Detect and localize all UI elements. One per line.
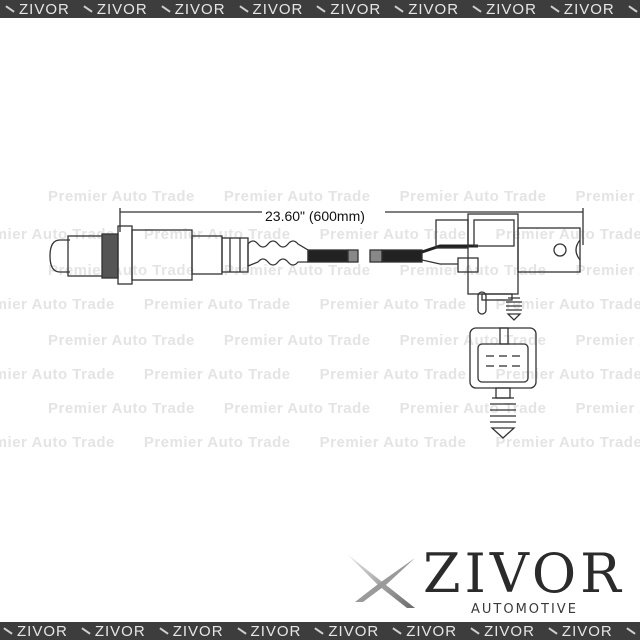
- logo-wordmark: ZIVOR: [423, 542, 625, 605]
- zivor-slash-icon: [314, 627, 325, 635]
- bottom-brand-band: ZIVOR ZIVOR ZIVOR ZIVOR ZIVOR ZIVOR ZIVOR ZIVOR…: [0, 622, 640, 640]
- zivor-slash-icon: [392, 627, 402, 635]
- zivor-slash-icon: [548, 627, 558, 635]
- zivor-slash-icon: [470, 627, 480, 635]
- top-brand-band: ZIVOR ZIVOR ZIVOR ZIVOR ZIVOR ZIVOR ZIVOR ZIVOR…: [0, 0, 640, 18]
- band-brand-text: ZIVOR: [467, 623, 535, 640]
- band-brand-text: ZIVOR: [80, 1, 148, 18]
- band-brand-text: ZIVOR: [313, 1, 381, 18]
- zivor-slash-icon: [159, 627, 169, 635]
- band-brand-text: ZIVOR: [623, 623, 640, 640]
- band-brand-text: ZIVOR: [158, 1, 226, 18]
- zivor-slash-icon: [626, 627, 636, 635]
- band-brand-text: ZIVOR: [234, 623, 302, 640]
- band-brand-text: ZIVOR: [2, 1, 70, 18]
- band-brand-text: ZIVOR: [469, 1, 537, 18]
- band-brand-text: ZIVOR: [389, 623, 457, 640]
- band-brand-text: ZIVOR: [547, 1, 615, 18]
- band-brand-text: ZIVOR: [391, 1, 459, 18]
- band-brand-text: ZIVOR: [156, 623, 224, 640]
- zivor-slash-icon: [236, 627, 247, 635]
- band-brand-text: ZIVOR: [545, 623, 613, 640]
- band-brand-text: ZIVOR: [236, 1, 304, 18]
- logo-subtitle: AUTOMOTIVE: [471, 602, 578, 617]
- zivor-logo: ZIVOR AUTOMOTIVE: [345, 542, 635, 618]
- zivor-slash-icon: [3, 627, 13, 635]
- zivor-slash-icon: [81, 627, 91, 635]
- length-dimension-label: 23.60" (600mm): [262, 208, 368, 224]
- band-brand-text: ZIVOR: [0, 623, 68, 640]
- band-brand-text: ZIVOR: [311, 623, 379, 640]
- band-brand-text: ZIVOR: [78, 623, 146, 640]
- zivor-x-mark-icon: [347, 554, 415, 608]
